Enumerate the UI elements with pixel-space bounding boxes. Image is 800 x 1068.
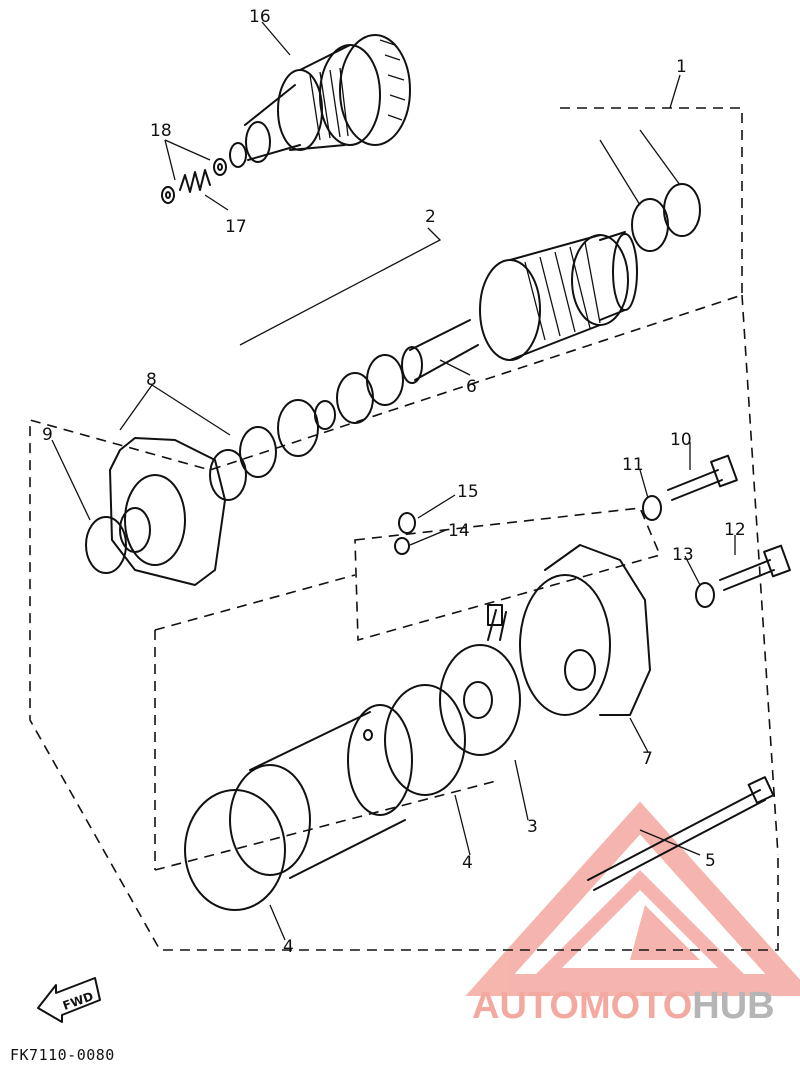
fwd-arrow: FWD bbox=[37, 977, 101, 1023]
watermark-logo bbox=[465, 801, 800, 996]
brush-holder bbox=[439, 604, 521, 756]
callout-10: 10 bbox=[670, 430, 692, 450]
callout-5: 5 bbox=[705, 851, 716, 871]
callout-14: 14 bbox=[448, 521, 470, 541]
callout-12: 12 bbox=[724, 520, 746, 540]
callout-6: 6 bbox=[466, 377, 477, 397]
callout-4b: 4 bbox=[283, 937, 294, 957]
assembly-boundary-dashed bbox=[29, 107, 779, 951]
o-ring bbox=[85, 516, 127, 574]
thrust-washers bbox=[209, 183, 701, 501]
callout-17: 17 bbox=[225, 217, 247, 237]
callout-18: 18 bbox=[150, 121, 172, 141]
spring-and-washers bbox=[161, 158, 227, 204]
callout-8: 8 bbox=[146, 370, 157, 390]
callout-2: 2 bbox=[425, 207, 436, 227]
callout-16: 16 bbox=[249, 7, 271, 27]
callout-1: 1 bbox=[676, 57, 687, 77]
callout-4a: 4 bbox=[462, 853, 473, 873]
rear-cover bbox=[519, 544, 651, 716]
callout-9: 9 bbox=[42, 425, 53, 445]
armature bbox=[401, 231, 638, 384]
callout-3: 3 bbox=[527, 817, 538, 837]
front-cover bbox=[109, 437, 226, 586]
pinion-gear-assembly bbox=[229, 34, 411, 168]
leader-lines bbox=[51, 21, 736, 941]
callout-15: 15 bbox=[457, 482, 479, 502]
callout-13: 13 bbox=[672, 545, 694, 565]
yoke-assembly bbox=[184, 684, 466, 911]
small-hardware bbox=[394, 495, 715, 608]
watermark-text-part1: AUTOMOTO bbox=[472, 985, 692, 1027]
watermark-text-part2: HUB bbox=[692, 985, 774, 1027]
callout-11: 11 bbox=[622, 455, 644, 475]
callout-labels: 1 2 3 4 4 5 6 7 8 9 10 11 12 13 14 15 16… bbox=[42, 7, 746, 957]
callout-7: 7 bbox=[642, 749, 653, 769]
housing-group-dashed bbox=[154, 574, 501, 871]
watermark-text: AUTOMOTOHUB bbox=[472, 985, 775, 1027]
bolts bbox=[587, 454, 791, 891]
catalog-code: FK7110-0080 bbox=[10, 1046, 115, 1064]
hardware-group-dashed bbox=[354, 507, 662, 642]
